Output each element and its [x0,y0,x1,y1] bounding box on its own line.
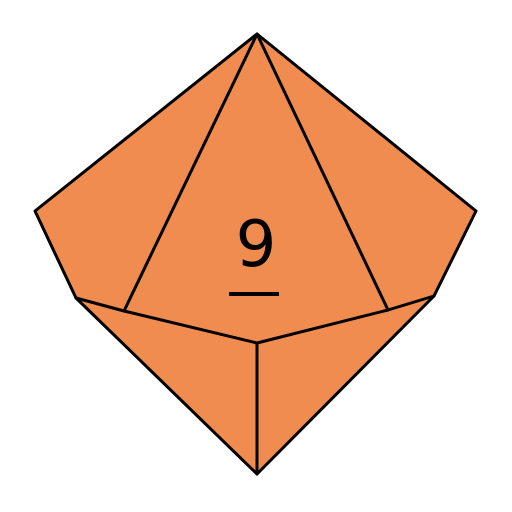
edge-mid-center-right [255,308,390,345]
edge-top-right [255,32,390,312]
die-edges [74,32,436,476]
edge-mid-center-left [122,309,259,345]
edge-mid-left [74,296,126,313]
edge-mid-right [386,294,436,312]
die-face-number-underline [229,292,279,296]
edge-top-left [122,32,259,313]
die-face-number: 9 [235,208,277,282]
